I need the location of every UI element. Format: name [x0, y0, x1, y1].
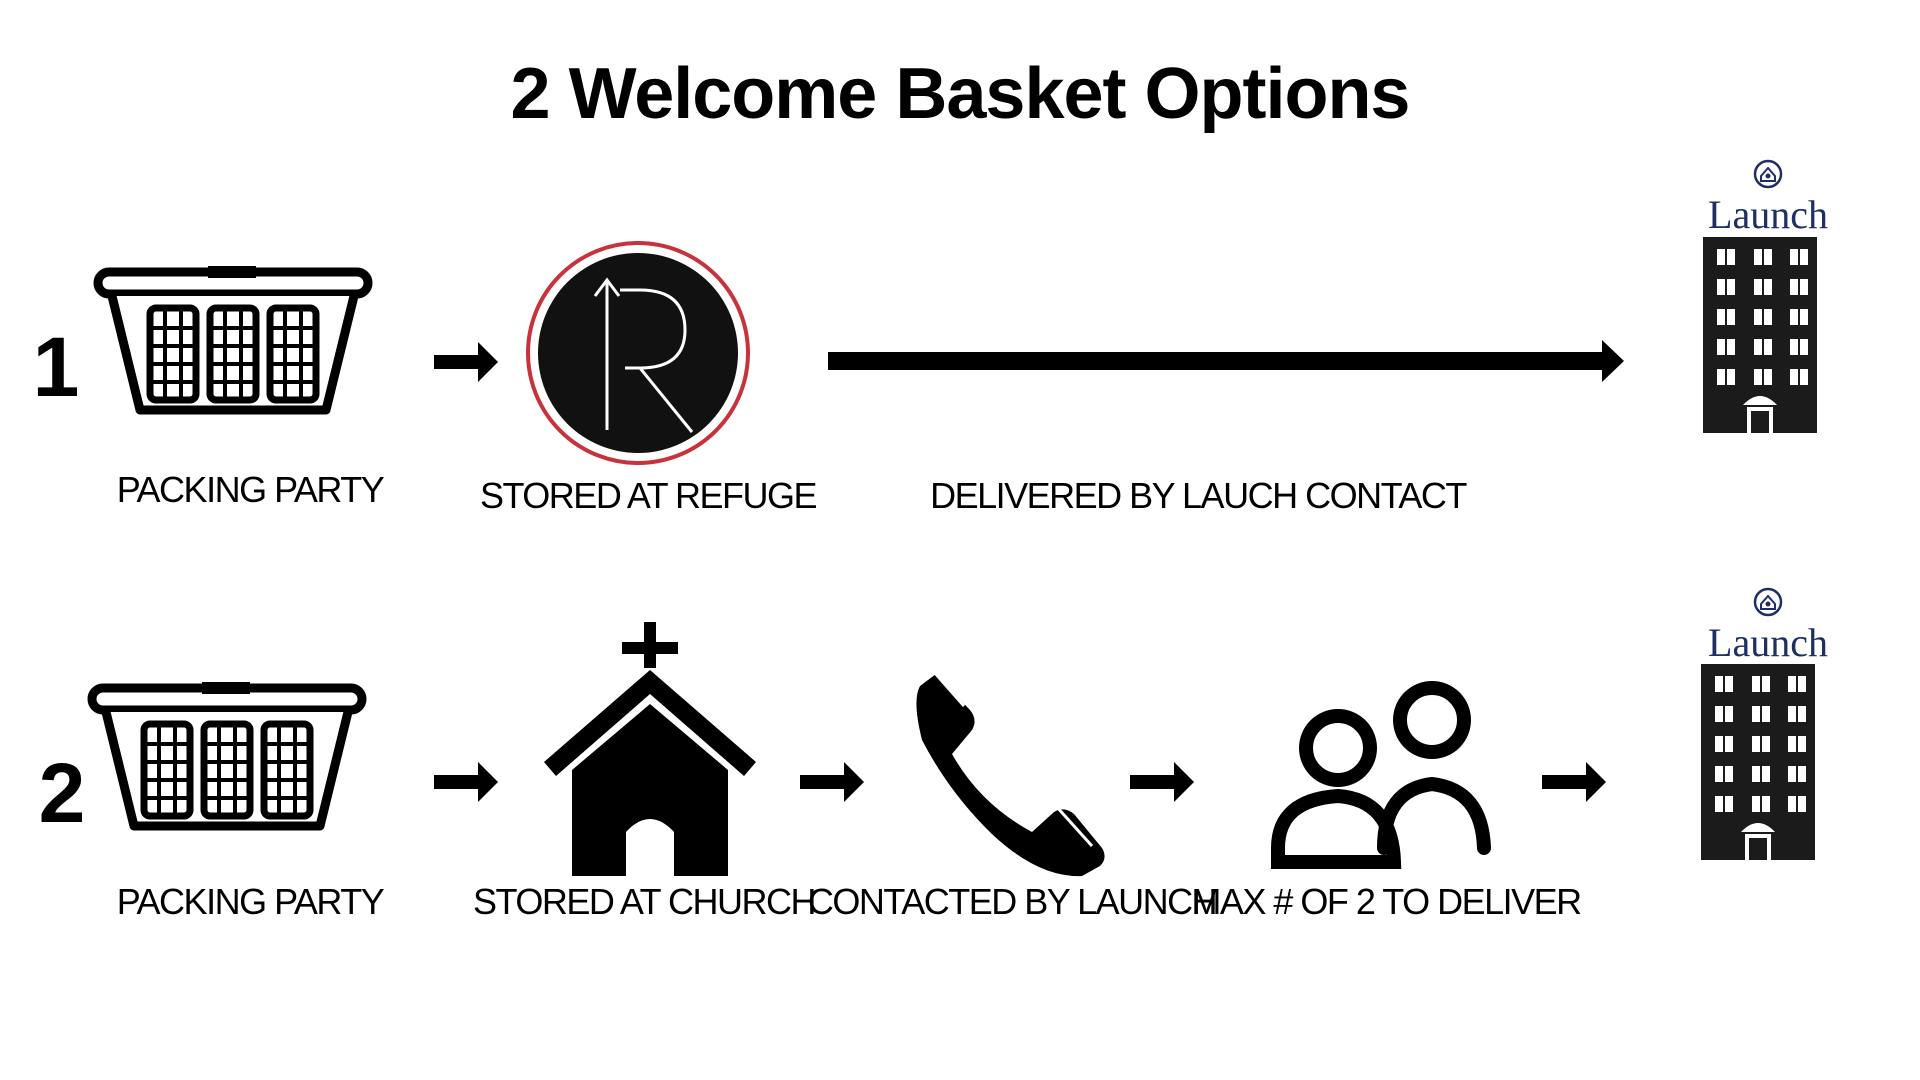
option-number: 1 [33, 320, 80, 414]
arrow-right-icon [1542, 762, 1606, 802]
laundry-basket-icon [92, 682, 362, 826]
step-label: CONTACTED BY LAUNCH [808, 881, 1216, 922]
arrow-right-icon [800, 762, 864, 802]
refuge-logo-icon [526, 241, 750, 465]
church-icon [544, 622, 756, 876]
arrow-right-icon [1130, 762, 1194, 802]
step-label: PACKING PARTY [117, 881, 385, 922]
page-title: 2 Welcome Basket Options [511, 54, 1410, 134]
launch-building-icon: Launch [1703, 159, 1828, 433]
step-label: MAX # OF 2 TO DELIVER [1191, 881, 1581, 922]
launch-building-icon: Launch [1701, 587, 1828, 860]
laundry-basket-icon [98, 266, 368, 410]
arrow-right-icon [434, 342, 498, 382]
launch-logo-text: Launch [1708, 192, 1828, 237]
long-arrow [828, 340, 1624, 382]
arrow-right-icon [434, 762, 498, 802]
step-label: DELIVERED BY LAUCH CONTACT [930, 475, 1467, 516]
two-people-icon [1271, 681, 1491, 869]
step-label: STORED AT REFUGE [480, 475, 817, 516]
option-number: 2 [39, 746, 86, 840]
step-label: STORED AT CHURCH [473, 881, 815, 922]
phone-icon [916, 671, 1105, 877]
step-label: PACKING PARTY [117, 469, 385, 510]
launch-logo-text: Launch [1708, 620, 1828, 665]
